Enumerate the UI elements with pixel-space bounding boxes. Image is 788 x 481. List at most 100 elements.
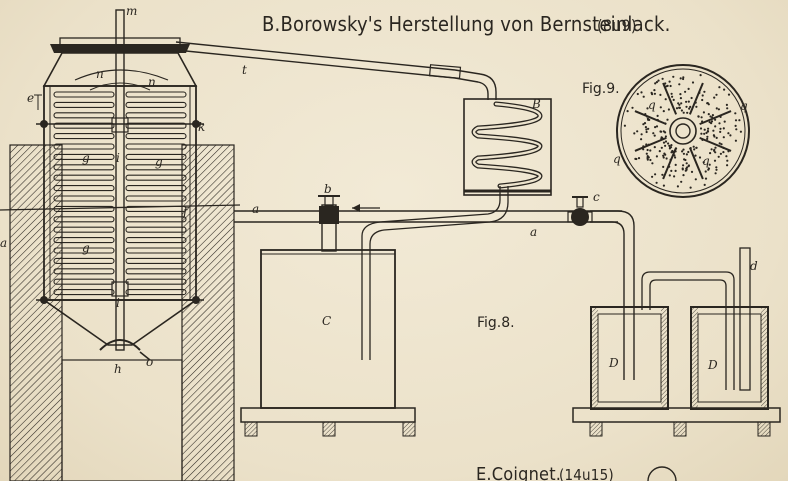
disc-perforation [715,107,718,110]
disc-perforation [702,161,705,164]
disc-perforation [645,128,648,131]
disc-perforation [668,80,671,83]
label-d: d [750,259,758,273]
tray-slat [53,205,115,212]
disc-perforation [671,150,674,153]
disc-perforation [661,173,664,176]
disc-perforation [706,130,710,133]
tray-slat [125,289,187,296]
disc-perforation [673,175,676,178]
disc-perforation [723,120,726,123]
tray-slat [53,112,115,119]
disc-perforation [725,155,728,158]
disc-perforation [698,91,701,94]
disc-perforation [711,114,715,117]
disc-perforation [640,133,643,136]
tray-slat [125,257,187,264]
disc-perforation [674,156,677,159]
tray-slat [125,101,187,108]
disc-perforation [708,121,711,124]
disc-perforation [706,137,709,140]
label-t: t [242,63,247,77]
disc-perforation [640,91,643,94]
disc-perforation [700,116,703,119]
disc-spoke [662,147,678,180]
disc-perforation [688,107,691,110]
disc-perforation [677,102,680,105]
tray-slat [53,164,115,171]
disc-perforation [652,132,655,135]
disc-perforation [660,130,663,133]
disc-perforation [685,100,688,103]
disc-perforation [653,134,656,137]
label-n: n [96,67,104,81]
disc-perforation [695,146,698,149]
disc-perforation [637,157,641,160]
disc-perforation [645,152,648,155]
disc-perforation [698,156,702,159]
disc-perforation [687,87,690,90]
disc-perforation [694,178,697,181]
disc-perforation [640,138,643,141]
disc-perforation [642,95,645,98]
disc-perforation [712,129,715,132]
disc-perforation [726,159,729,162]
disc-perforation [669,158,672,161]
disc-perforation [739,130,743,133]
disc-perforation [656,118,659,122]
disc-perforation [709,152,712,155]
disc-perforation [681,167,684,170]
disc-perforation [713,135,716,138]
tray-slat [53,237,115,244]
disc-perforation [664,122,667,125]
tray-slat [53,268,115,275]
disc-perforation [704,177,708,180]
tray-slat [53,122,115,129]
brick-furnace [0,144,241,481]
disc-perforation [660,146,663,149]
label-h: h [114,362,122,376]
disc-perforation [695,105,698,108]
disc-perforation [682,76,685,79]
tray-slat [53,185,115,192]
disc-perforation [713,148,716,151]
disc-perforation [662,184,666,187]
disc-perforation [662,110,665,113]
disc-perforation [714,118,717,121]
disc-perforation [699,74,702,77]
disc-perforation [715,168,718,171]
disc-perforation [668,165,671,168]
label-c: c [593,190,600,204]
disc-perforation [707,113,710,116]
label-g1: g [82,151,90,165]
disc-perforation [679,93,682,96]
disc-perforation [662,156,665,159]
tray-slat [125,174,187,181]
disc-perforation [655,81,659,84]
tray-slat [125,226,187,233]
disc-perforation [722,136,725,139]
valve-b [318,195,340,252]
disc-perforation [682,77,685,81]
disc-perforation [664,153,667,156]
disc-perforation [653,146,656,149]
disc-perforation [662,154,665,157]
disc-perforation [692,145,695,148]
disc-perforation [673,154,676,157]
disc-perforation [645,143,648,146]
next-plate-figures: (14u15) [559,466,614,481]
tray-slat [53,174,115,181]
disc-perforation [633,132,636,135]
tray-slat [53,257,115,264]
collector-vessels [572,247,781,437]
disc-perforation [682,164,685,167]
receiver-tank [240,249,416,437]
disc-perforation [646,148,649,152]
disc-perforation [644,126,648,129]
label-a2: a [530,225,537,239]
disc-perforation [659,93,662,96]
disc-perforation [655,155,659,158]
disc-perforation [694,101,697,104]
disc-perforation [689,186,692,189]
disc-perforation [668,144,671,147]
